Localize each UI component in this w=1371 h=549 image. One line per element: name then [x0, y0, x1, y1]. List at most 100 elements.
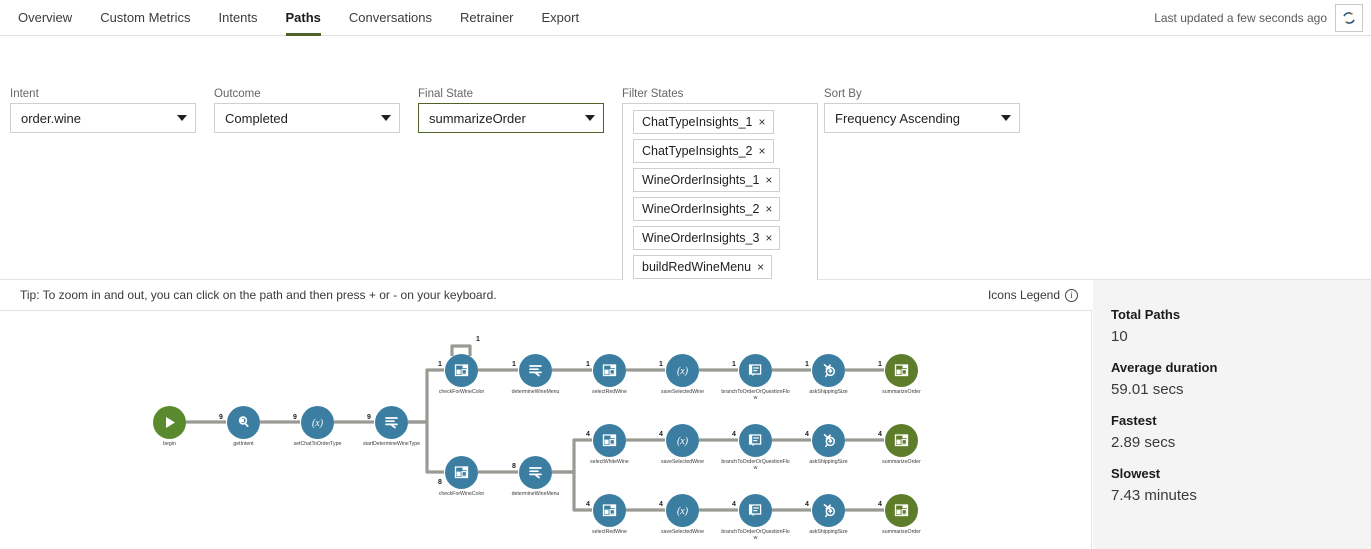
- graph-node-saveSelectedWine[interactable]: (x)saveSelectedWine: [661, 354, 704, 395]
- chip-label: ChatTypeInsights_2: [642, 144, 753, 158]
- final-state-select[interactable]: summarizeOrder: [418, 103, 604, 133]
- chip-label: WineOrderInsights_1: [642, 173, 760, 187]
- sort-by-value: Frequency Ascending: [835, 110, 961, 126]
- graph-node-branchToOrderOrQuestionFlow[interactable]: branchToOrderOrQuestionFlow: [721, 354, 790, 401]
- graph-node-selectRedWine[interactable]: selectRedWine: [592, 494, 627, 535]
- stat-value: 2.89 secs: [1111, 434, 1176, 451]
- graph-node-askShippingSize[interactable]: askShippingSize: [809, 494, 848, 535]
- intent-select[interactable]: order.wine: [10, 103, 196, 133]
- stat-value: 7.43 minutes: [1111, 487, 1197, 504]
- path-graph-panel: Tip: To zoom in and out, you can click o…: [0, 280, 1092, 549]
- stat-label: Fastest: [1111, 413, 1157, 428]
- graph-node-determineWineMenu[interactable]: determineWineMenu: [512, 354, 559, 395]
- sort-by-select[interactable]: Frequency Ascending: [824, 103, 1020, 133]
- graph-node-saveSelectedWine[interactable]: (x)saveSelectedWine: [661, 424, 704, 465]
- graph-node-checkForWineColor[interactable]: checkForWineColor: [439, 354, 484, 395]
- question-icon: [823, 504, 836, 518]
- form-icon: [602, 504, 617, 517]
- info-icon: i: [1065, 288, 1078, 302]
- chip-remove-icon[interactable]: ×: [758, 115, 766, 129]
- tab-label: Custom Metrics: [100, 10, 191, 25]
- graph-node-branchToOrderOrQuestionFlow[interactable]: branchToOrderOrQuestionFlow: [721, 424, 790, 471]
- graph-node-selectWhiteWine[interactable]: selectWhiteWine: [590, 424, 629, 465]
- graph-node-askShippingSize[interactable]: askShippingSize: [809, 424, 848, 465]
- svg-text:(x): (x): [677, 366, 689, 377]
- tab-label: Conversations: [348, 10, 433, 25]
- tab-paths[interactable]: Paths: [272, 0, 335, 36]
- graph-node-branchToOrderOrQuestionFlow[interactable]: branchToOrderOrQuestionFlow: [721, 494, 790, 541]
- graph-node-begin[interactable]: begin: [153, 406, 186, 447]
- stat-label: Average duration: [1111, 360, 1218, 375]
- tab-retrainer[interactable]: Retrainer: [446, 0, 527, 35]
- tab-label: Retrainer: [460, 10, 514, 25]
- intent-value: order.wine: [21, 110, 81, 126]
- icons-legend-label: Icons Legend: [987, 288, 1060, 302]
- form-icon: [454, 364, 469, 377]
- final-state-value: summarizeOrder: [429, 110, 526, 126]
- chip-remove-icon[interactable]: ×: [765, 231, 773, 245]
- form-icon: [894, 364, 909, 377]
- form-icon: [602, 364, 617, 377]
- tip-row: Tip: To zoom in and out, you can click o…: [0, 280, 1092, 310]
- graph-node-summarizeOrder[interactable]: summarizeOrder: [882, 424, 921, 465]
- graph-node-checkForWineColor[interactable]: checkForWineColor: [439, 456, 484, 497]
- variable-icon: (x): [677, 436, 689, 447]
- icons-legend-button[interactable]: Icons Legend i: [988, 288, 1078, 302]
- form-icon: [894, 504, 909, 517]
- variable-icon: (x): [677, 506, 689, 517]
- tab-export[interactable]: Export: [528, 0, 594, 35]
- chip-remove-icon[interactable]: ×: [765, 202, 773, 216]
- svg-text:(x): (x): [312, 418, 324, 429]
- graph-node-setChatToOrderType[interactable]: (x)setChatToOrderType: [294, 406, 341, 447]
- filter-state-chip: ChatTypeInsights_2 ×: [633, 139, 774, 163]
- final-state-label: Final State: [418, 88, 473, 100]
- form-icon: [454, 466, 469, 479]
- flow-icon: [529, 365, 542, 377]
- graph-node-saveSelectedWine[interactable]: (x)saveSelectedWine: [661, 494, 704, 535]
- graph-node-summarizeOrder[interactable]: summarizeOrder: [882, 354, 921, 395]
- tab-intents[interactable]: Intents: [204, 0, 271, 35]
- refresh-icon: [1343, 11, 1355, 24]
- chevron-down-icon: [177, 115, 187, 121]
- topbar-actions: Last updated a few seconds ago: [1154, 0, 1371, 35]
- tab-overview[interactable]: Overview: [4, 0, 86, 35]
- play-icon: [166, 417, 175, 428]
- tab-label: Export: [541, 10, 580, 25]
- flow-icon: [385, 417, 398, 429]
- svg-text:(x): (x): [677, 506, 689, 517]
- sort-by-label: Sort By: [824, 88, 862, 100]
- stat-value: 10: [1111, 328, 1128, 345]
- path-canvas[interactable]: begin getIntent (x)setChatToOrderType start…: [0, 310, 1092, 549]
- branch-icon: [748, 504, 762, 517]
- graph-node-askShippingSize[interactable]: askShippingSize: [809, 354, 848, 395]
- question-icon: [823, 434, 836, 448]
- graph-node-selectRedWine[interactable]: selectRedWine: [592, 354, 627, 395]
- tab-custom-metrics[interactable]: Custom Metrics: [86, 0, 204, 35]
- chip-remove-icon[interactable]: ×: [758, 144, 766, 158]
- chip-remove-icon[interactable]: ×: [757, 260, 765, 274]
- graph-node-summarizeOrder[interactable]: summarizeOrder: [882, 494, 921, 535]
- graph-node-getIntent[interactable]: getIntent: [227, 406, 260, 447]
- path-edges: [186, 344, 884, 512]
- graph-node-startDetermineWineType[interactable]: startDetermineWineType: [363, 406, 420, 447]
- stat-item: Fastest 2.89 secs: [1111, 413, 1371, 451]
- chip-label: ChatTypeInsights_1: [642, 115, 753, 129]
- outcome-label: Outcome: [214, 88, 261, 100]
- form-icon: [602, 434, 617, 447]
- chip-label: WineOrderInsights_2: [642, 202, 760, 216]
- outcome-select[interactable]: Completed: [214, 103, 400, 133]
- branch-icon: [748, 364, 762, 377]
- content-area: Tip: To zoom in and out, you can click o…: [0, 280, 1371, 549]
- svg-text:(x): (x): [677, 436, 689, 447]
- stat-label: Total Paths: [1111, 307, 1181, 322]
- graph-node-determineWineMenu[interactable]: determineWineMenu: [512, 456, 559, 497]
- tab-label: Overview: [18, 10, 73, 25]
- intent-filter: Intent order.wine: [10, 88, 196, 133]
- chip-label: WineOrderInsights_3: [642, 231, 760, 245]
- tab-conversations[interactable]: Conversations: [335, 0, 446, 35]
- chip-remove-icon[interactable]: ×: [765, 173, 773, 187]
- refresh-button[interactable]: [1335, 3, 1363, 32]
